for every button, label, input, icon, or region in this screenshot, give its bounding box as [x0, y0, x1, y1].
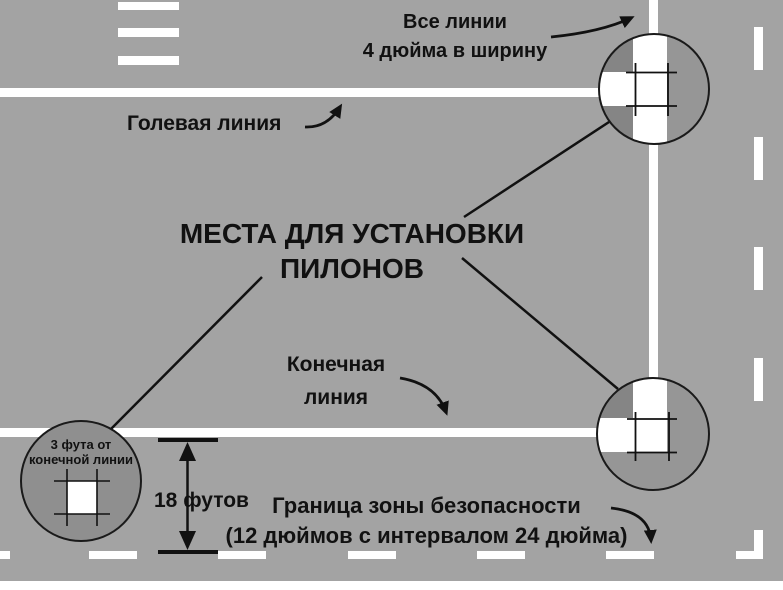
end-line-arrow: [399, 376, 449, 416]
safety-boundary-corner: [736, 530, 763, 559]
pylon-square-grid-top: [626, 63, 677, 116]
pylon-offset-note-line1: 3 фута от: [50, 437, 112, 452]
diagram-title-line1: МЕСТА ДЛЯ УСТАНОВКИ: [179, 218, 525, 249]
distance-label: 18 футов: [154, 489, 249, 512]
end-line: [0, 428, 658, 437]
measure-arrowhead-up: [179, 442, 196, 461]
diagram-title: МЕСТА ДЛЯ УСТАНОВКИ ПИЛОНОВ: [166, 216, 538, 286]
distance-measure: [158, 438, 218, 554]
safety-zone-label: Граница зоны безопасности (12 дюймов с и…: [210, 491, 643, 551]
callout-circle-offset-spot: [20, 420, 142, 542]
bottom-margin-strip: [0, 581, 783, 590]
pylon-square: [67, 481, 97, 514]
end-line-label: Конечная линия: [262, 348, 410, 414]
goal-line: [0, 88, 649, 97]
safety-zone-label-line1: Граница зоны безопасности: [272, 493, 581, 518]
line-width-label-line2: 4 дюйма в ширину: [362, 40, 548, 62]
line-width-arrow: [550, 16, 635, 39]
magnifier-circle-bottom-right: [596, 377, 710, 491]
line-width-label: Все линии 4 дюйма в ширину: [295, 8, 615, 66]
callout-pointer-lines: [110, 120, 619, 430]
measure-arrowhead-down: [179, 531, 196, 550]
goal-line-label: Голевая линия: [127, 112, 282, 135]
safety-zone-label-line2: (12 дюймов с интервалом 24 дюйма): [225, 523, 628, 548]
diagram-title-line2: ПИЛОНОВ: [280, 253, 424, 284]
goal-line-arrow: [304, 103, 343, 129]
pylon-square-grid-offset: [54, 469, 110, 526]
safety-zone-arrow: [610, 506, 657, 544]
safety-boundary-right-dashes: [754, 27, 763, 401]
pylon-offset-note: 3 фута от конечной линии: [16, 437, 146, 467]
pylon-square-grid-bottom: [627, 412, 677, 461]
hash-marks: [118, 2, 179, 65]
pylon-offset-note-line2: конечной линии: [28, 452, 134, 467]
line-width-label-line1: Все линии: [403, 11, 507, 33]
end-line-label-line2: линия: [303, 386, 369, 409]
safety-boundary-bottom-dashes: [0, 551, 654, 559]
end-line-label-line1: Конечная: [286, 353, 386, 376]
annotation-arrows: [304, 16, 657, 544]
sideline: [649, 0, 658, 437]
